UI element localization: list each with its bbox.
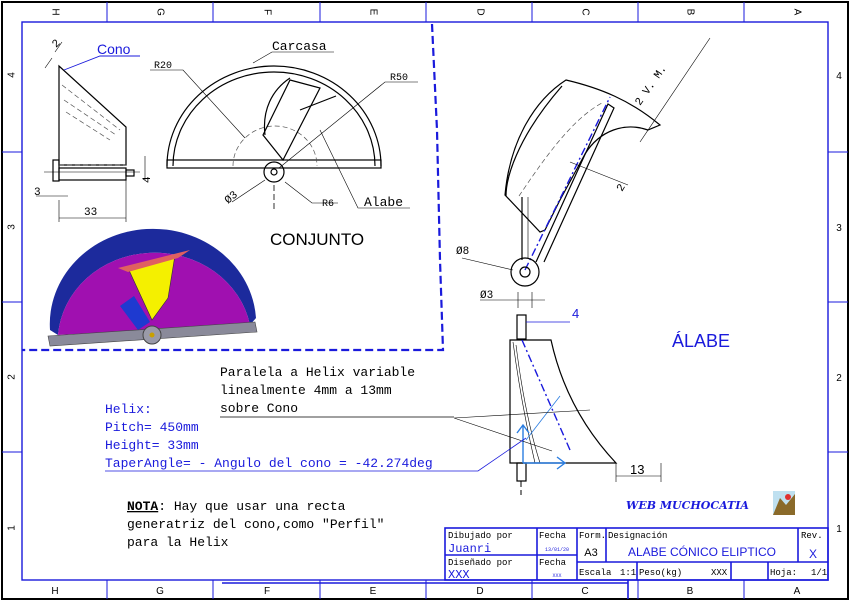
zone-left-3: 3 bbox=[7, 224, 18, 230]
dim-r6: R6 bbox=[322, 199, 334, 210]
fecha-value: 13/01/20 bbox=[545, 547, 569, 553]
dim-d8: Ø8 bbox=[456, 246, 469, 258]
dim-4: 4 bbox=[572, 306, 579, 321]
disenado-value: XXX bbox=[448, 568, 470, 582]
zone-right-2: 2 bbox=[836, 373, 842, 384]
rev-label: Rev. bbox=[801, 531, 823, 541]
assembly-3d-render bbox=[47, 228, 258, 347]
zone-bottom-g: G bbox=[156, 586, 164, 597]
inner-frame bbox=[21, 21, 829, 581]
nota-label: NOTA bbox=[127, 499, 158, 514]
title-block bbox=[222, 527, 829, 599]
dim-r50: R50 bbox=[390, 73, 408, 84]
helix-line-1: Helix: bbox=[105, 402, 152, 417]
disenado-label: Diseñado por bbox=[448, 558, 513, 568]
zone-bottom-b: B bbox=[687, 586, 694, 597]
zone-top-h: H bbox=[49, 8, 60, 15]
helix-radial-arrow bbox=[523, 456, 567, 470]
zone-top-c: C bbox=[579, 8, 590, 15]
dim-13: 13 bbox=[630, 462, 644, 477]
zone-right-4: 4 bbox=[836, 71, 842, 82]
alabe-title: ÁLABE bbox=[672, 331, 730, 351]
escala-label: Escala bbox=[579, 568, 612, 578]
helix-line-2: Pitch= 450mm bbox=[105, 420, 199, 435]
nota-note: NOTA: Hay que usar una recta generatriz … bbox=[127, 499, 384, 550]
zone-bottom-f: F bbox=[264, 586, 270, 597]
zone-top-f: F bbox=[261, 9, 272, 15]
zone-bottom-h: H bbox=[51, 586, 58, 597]
escala-value: 1:1 bbox=[620, 568, 636, 578]
peso-label: Peso(kg) bbox=[639, 568, 682, 578]
svg-text:NOTA: Hay que usar una recta: NOTA: Hay que usar una recta bbox=[127, 499, 346, 514]
dim-cone-flange: 3 bbox=[34, 187, 41, 199]
logo: WEB MUCHOCATIA bbox=[626, 491, 795, 515]
dim-r20: R20 bbox=[154, 61, 172, 72]
peso-value: XXX bbox=[711, 568, 728, 578]
nota-line-1: : Hay que usar una recta bbox=[158, 499, 345, 514]
label-carcasa: Carcasa bbox=[272, 39, 327, 54]
label-cono: Cono bbox=[97, 41, 131, 57]
nota-line-2: generatriz del cono,como "Perfil" bbox=[127, 517, 384, 532]
blade-axis bbox=[524, 96, 611, 271]
zone-right-1: 1 bbox=[836, 524, 842, 535]
zone-left-2: 2 bbox=[7, 374, 18, 380]
helix-line-4: TaperAngle= - Angulo del cono = -42.274d… bbox=[105, 456, 433, 471]
dim-cone-shaft: 4 bbox=[142, 176, 154, 183]
blade-top-view bbox=[461, 37, 711, 308]
helix-axis-arrow bbox=[516, 423, 530, 463]
zone-bottom-c: C bbox=[581, 586, 588, 597]
paralela-line-2: linealmente 4mm a 13mm bbox=[220, 383, 392, 398]
zone-top-a: A bbox=[791, 9, 802, 16]
designacion-label: Designación bbox=[608, 531, 667, 541]
zone-left-4: 4 bbox=[7, 72, 18, 78]
zone-top-g: G bbox=[154, 8, 165, 16]
label-alabe: Alabe bbox=[364, 195, 403, 210]
zone-bottom-e: E bbox=[370, 586, 377, 597]
zone-labels: H G F E D C B A H G F E D C B A 4 3 2 1 … bbox=[7, 8, 843, 597]
paralela-line-3: sobre Cono bbox=[220, 401, 298, 416]
zone-top-d: D bbox=[474, 8, 485, 15]
helix-note: Helix: Pitch= 450mm Height= 33mm TaperAn… bbox=[105, 402, 527, 472]
paralela-note: Paralela a Helix variable linealmente 4m… bbox=[220, 365, 454, 418]
paralela-line-1: Paralela a Helix variable bbox=[220, 365, 415, 380]
cono-leader bbox=[63, 55, 140, 71]
cone-side-view bbox=[36, 41, 146, 222]
logo-text: WEB MUCHOCATIA bbox=[626, 499, 749, 512]
fecha2-value: XXX bbox=[552, 573, 561, 579]
zone-top-e: E bbox=[367, 9, 378, 16]
fecha2-label: Fecha bbox=[539, 558, 567, 568]
nota-line-3: para la Helix bbox=[127, 535, 229, 550]
dim-cone-height: 33 bbox=[84, 207, 97, 219]
helix-line-3: Height= 33mm bbox=[105, 438, 199, 453]
dibujado-label: Dibujado por bbox=[448, 531, 513, 541]
rev-value: X bbox=[809, 547, 817, 561]
housing-front-view bbox=[150, 51, 418, 212]
hoja-value: 1/1 bbox=[811, 568, 827, 578]
zone-bottom-d: D bbox=[476, 586, 483, 597]
zone-bottom-a: A bbox=[794, 586, 801, 597]
fecha-label: Fecha bbox=[539, 531, 567, 541]
hoja-label: Hoja: bbox=[770, 568, 797, 578]
zone-top-b: B bbox=[684, 9, 695, 16]
designacion-value: ALABE CÓNICO ELIPTICO bbox=[628, 544, 776, 559]
blade-side-view bbox=[453, 314, 662, 495]
form-label: Form. bbox=[579, 531, 606, 541]
zone-right-3: 3 bbox=[836, 223, 842, 234]
form-value: A3 bbox=[584, 547, 597, 559]
dibujado-value: Juanri bbox=[448, 542, 491, 556]
dim-d3-alabe: Ø3 bbox=[480, 290, 493, 302]
conjunto-title: CONJUNTO bbox=[270, 230, 364, 249]
zone-left-1: 1 bbox=[7, 525, 18, 531]
dim-thick: 2 bbox=[615, 182, 629, 194]
